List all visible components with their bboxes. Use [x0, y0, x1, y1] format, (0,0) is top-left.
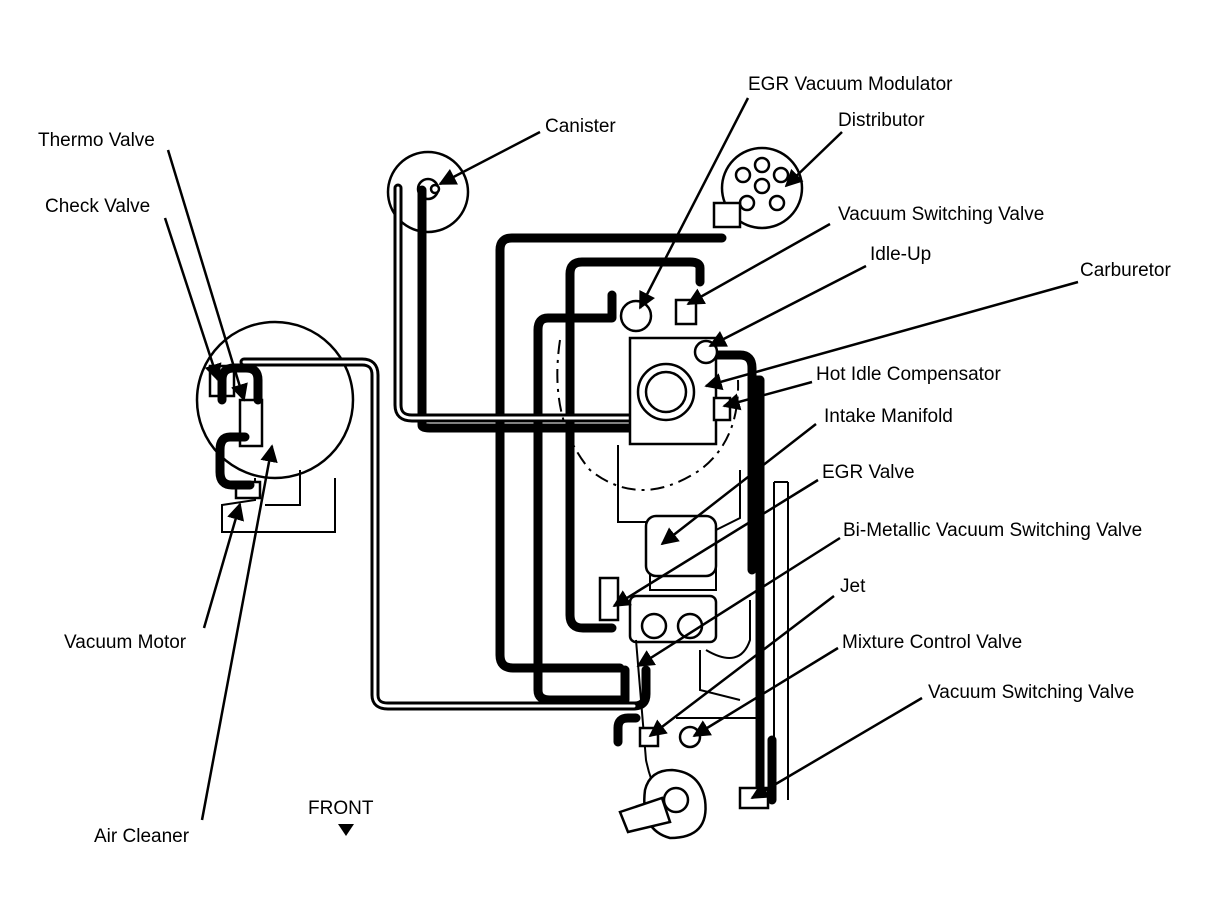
- leader-lines: [163, 97, 1079, 821]
- down-arrow-icon: [338, 824, 354, 836]
- label-intake-manifold: Intake Manifold: [824, 406, 953, 427]
- label-idle-up: Idle-Up: [870, 244, 931, 265]
- egr-vacuum-modulator-body: [619, 299, 653, 333]
- mixture-control-valve-body: [678, 725, 702, 749]
- bimetal-vsv-body: [598, 576, 620, 622]
- label-air-cleaner: Air Cleaner: [94, 826, 190, 847]
- distributor: [712, 146, 804, 230]
- hot-idle-compensator-body: [712, 396, 732, 422]
- intake-manifold-body: [617, 445, 741, 591]
- label-canister: Canister: [545, 116, 616, 137]
- label-mixture-control-valve: Mixture Control Valve: [842, 632, 1022, 653]
- label-egr-valve: EGR Valve: [822, 462, 915, 483]
- label-thermo-valve: Thermo Valve: [38, 130, 155, 151]
- label-check-valve: Check Valve: [45, 196, 150, 217]
- label-carburetor: Carburetor: [1080, 260, 1171, 281]
- air-cleaner-assembly: [195, 320, 355, 533]
- label-vacuum-motor: Vacuum Motor: [64, 632, 187, 653]
- label-jet: Jet: [840, 576, 866, 597]
- label-vacuum-switching-valve-bottom: Vacuum Switching Valve: [928, 682, 1134, 703]
- label-hot-idle-compensator: Hot Idle Compensator: [816, 364, 1001, 385]
- label-egr-vacuum-modulator: EGR Vacuum Modulator: [748, 74, 953, 95]
- label-front: FRONT: [308, 798, 374, 819]
- vacuum-hoses: [239, 183, 777, 805]
- label-distributor: Distributor: [838, 110, 925, 131]
- vsv-top-body: [674, 298, 698, 326]
- labels: EGR Vacuum Modulator Canister Distributo…: [38, 74, 1171, 847]
- label-bi-metallic-vsv: Bi-Metallic Vacuum Switching Valve: [843, 520, 1142, 541]
- label-vacuum-switching-valve-top: Vacuum Switching Valve: [838, 204, 1044, 225]
